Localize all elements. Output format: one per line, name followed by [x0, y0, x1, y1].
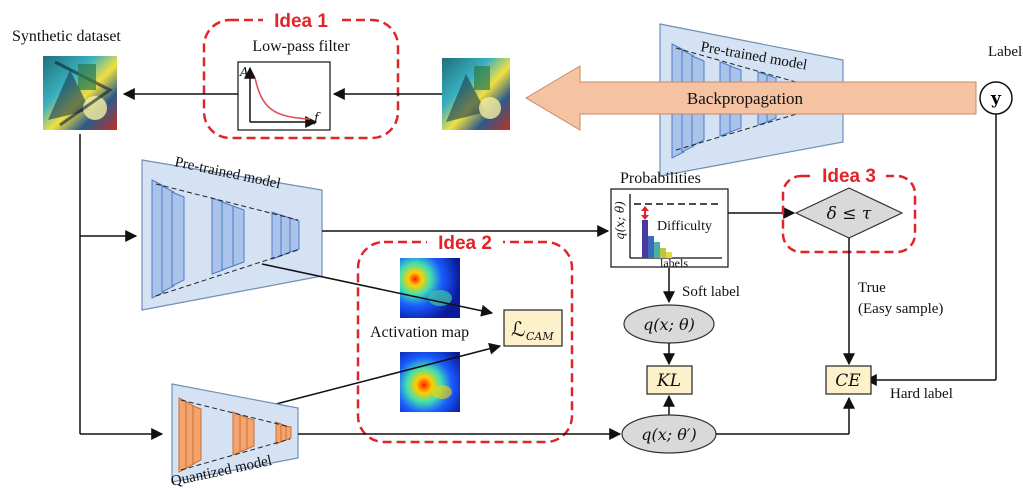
true-label: True — [858, 280, 886, 296]
activation-map-label: Activation map — [370, 324, 469, 341]
condition-diamond — [794, 187, 904, 239]
condition-text: δ ≤ τ — [827, 204, 872, 224]
difficulty-label: Difficulty — [657, 219, 712, 234]
low-pass-filter-label: Low-pass filter — [252, 38, 350, 55]
ce-loss-box — [825, 365, 872, 395]
kl-loss-box — [646, 365, 693, 395]
backpropagation-label: Backpropagation — [687, 89, 804, 108]
q-fp-text: q(x; θ) — [643, 315, 695, 334]
label-symbol: y — [990, 89, 1002, 109]
ce-text: CE — [835, 371, 861, 391]
probabilities-axis-x: labels — [660, 256, 688, 270]
quantized-model — [171, 383, 299, 483]
synthetic-dataset-label: Synthetic dataset — [12, 28, 121, 45]
soft-label-text: Soft label — [682, 284, 740, 300]
probabilities-axis-y: q(x; θ) — [613, 201, 627, 240]
low-pass-filter-plot: A f — [237, 61, 331, 131]
activation-map-quant — [400, 352, 460, 412]
idea2-title: Idea 2 — [438, 233, 492, 254]
pretrained-model-mid — [141, 159, 323, 311]
hard-label-text: Hard label — [890, 386, 953, 402]
kl-text: KL — [656, 371, 681, 391]
q-quant-text: q(x; θ′) — [641, 425, 697, 444]
label-title: Label — [988, 44, 1022, 60]
cam-loss-box — [503, 309, 563, 347]
backpropagation-arrow — [525, 65, 977, 131]
probabilities-chart — [610, 188, 729, 268]
filter-axis-x: f — [313, 111, 321, 126]
idea3-title: Idea 3 — [822, 166, 876, 187]
cam-loss-symbol: ℒ — [511, 317, 525, 341]
easy-sample-label: (Easy sample) — [858, 301, 943, 317]
generated-image — [442, 58, 510, 130]
synthetic-image — [43, 56, 117, 130]
filter-axis-y: A — [239, 65, 249, 79]
activation-map-fp — [400, 258, 460, 318]
cam-loss-subscript: CAM — [526, 330, 554, 343]
idea1-title: Idea 1 — [274, 11, 328, 32]
probabilities-title: Probabilities — [620, 170, 701, 187]
